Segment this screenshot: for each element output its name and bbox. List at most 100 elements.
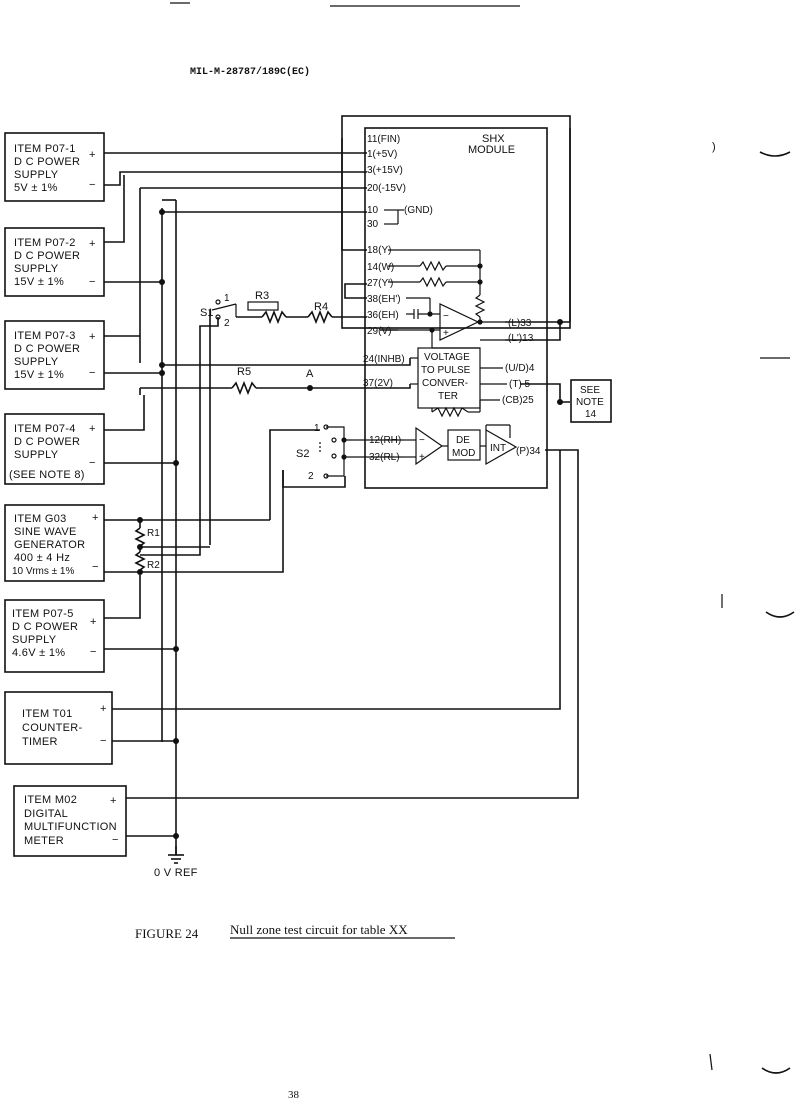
svg-text:ITEM P07-3: ITEM P07-3 [14, 330, 76, 342]
svg-text:−: − [89, 457, 95, 469]
divider-r1-r2: R1 R2 [104, 470, 284, 575]
svg-text:400 ± 4 Hz: 400 ± 4 Hz [14, 552, 70, 564]
svg-text:R3: R3 [255, 290, 269, 302]
svg-text:24(INHB): 24(INHB) [363, 354, 405, 365]
document-number: MIL-M-28787/189C(EC) [190, 66, 310, 78]
node [159, 362, 165, 368]
svg-text:D C POWER: D C POWER [12, 621, 78, 633]
svg-text:29(V): 29(V) [367, 326, 391, 337]
svg-text:−: − [443, 311, 449, 322]
svg-text:D C POWER: D C POWER [14, 156, 80, 168]
svg-text:R2: R2 [147, 560, 160, 571]
svg-text:+: + [100, 703, 106, 715]
svg-text:ITEM P07-4: ITEM P07-4 [14, 423, 76, 435]
svg-text:S1: S1 [200, 307, 213, 319]
svg-text:+: + [89, 149, 95, 161]
item-p07-1-box: ITEM P07-1 D C POWER SUPPLY 5V ± 1% + − [4, 132, 105, 202]
svg-text:ITEM P07-5: ITEM P07-5 [12, 608, 74, 620]
resistor-r4: R4 [286, 301, 367, 325]
item-p07-4-box: ITEM P07-4 D C POWER SUPPLY (SEE NOTE 8)… [4, 413, 105, 485]
svg-text:MODULE: MODULE [468, 144, 515, 156]
svg-text:−: − [112, 834, 118, 846]
svg-text:1(+5V): 1(+5V) [367, 149, 397, 160]
svg-text:36(EH): 36(EH) [367, 310, 399, 321]
svg-text:NOTE: NOTE [576, 397, 604, 408]
node [173, 833, 179, 839]
wire-p07-4-plus [104, 395, 145, 431]
svg-text:D C POWER: D C POWER [14, 250, 80, 262]
svg-text:−: − [89, 276, 95, 288]
node [159, 370, 165, 376]
node [159, 209, 165, 215]
svg-text:15V ± 1%: 15V ± 1% [14, 369, 64, 381]
voltage-to-pulse-converter: VOLTAGE TO PULSE CONVER- TER [410, 347, 507, 418]
node [173, 460, 179, 466]
node [159, 279, 165, 285]
node-a [307, 385, 313, 391]
svg-text:3(+15V): 3(+15V) [367, 165, 403, 176]
svg-text:COUNTER-: COUNTER- [22, 722, 82, 734]
wire-p07-5-plus [104, 575, 141, 619]
wire-p07-2-plus [104, 175, 125, 243]
wire-s1-pos2 [199, 317, 219, 550]
node [173, 738, 179, 744]
svg-text:S2: S2 [296, 448, 309, 460]
svg-text:5V ± 1%: 5V ± 1% [14, 182, 58, 194]
svg-text:+: + [89, 331, 95, 343]
svg-text:18(Y): 18(Y) [367, 245, 391, 256]
opamp-1: − + [398, 297, 505, 349]
module-resistor-network [388, 249, 486, 322]
figure-title: Null zone test circuit for table XX [230, 922, 408, 937]
scan-mark [761, 1067, 791, 1074]
svg-text:D C POWER: D C POWER [14, 436, 80, 448]
scan-mark [759, 151, 791, 157]
svg-text:TIMER: TIMER [22, 736, 58, 748]
wire-pin-5 [520, 383, 570, 403]
item-p07-5-box: ITEM P07-5 D C POWER SUPPLY 4.6V ± 1% + … [4, 599, 105, 673]
wire-pin-24 [162, 358, 411, 366]
svg-text:SHX: SHX [482, 133, 505, 145]
svg-text:CONVER-: CONVER- [422, 378, 468, 389]
svg-text:SUPPLY: SUPPLY [14, 263, 59, 275]
node [557, 399, 563, 405]
svg-text:ITEM P07-2: ITEM P07-2 [14, 237, 76, 249]
svg-text:SUPPLY: SUPPLY [14, 169, 59, 181]
svg-text:SEE: SEE [580, 385, 600, 396]
svg-text:(L)33: (L)33 [508, 318, 532, 329]
svg-text:−: − [89, 367, 95, 379]
svg-text:DIGITAL: DIGITAL [24, 808, 68, 820]
svg-text:(CB)25: (CB)25 [502, 395, 534, 406]
svg-text:TO PULSE: TO PULSE [421, 365, 471, 376]
svg-text:R1: R1 [147, 528, 160, 539]
svg-text:(SEE NOTE 8): (SEE NOTE 8) [9, 469, 85, 481]
svg-text:R5: R5 [237, 366, 251, 378]
svg-text:+: + [92, 512, 98, 524]
svg-text:4.6V ± 1%: 4.6V ± 1% [12, 647, 65, 659]
svg-text:−: − [89, 179, 95, 191]
svg-text:−: − [90, 646, 96, 658]
svg-text:INT: INT [490, 443, 506, 454]
svg-text:2: 2 [308, 471, 314, 482]
item-g03-box: ITEM G03 SINE WAVE GENERATOR 400 ± 4 Hz … [4, 504, 105, 582]
svg-text:SUPPLY: SUPPLY [14, 449, 59, 461]
svg-text:11(FIN): 11(FIN) [367, 134, 400, 145]
svg-text:30: 30 [367, 219, 379, 230]
svg-text:METER: METER [24, 835, 64, 847]
figure-number: FIGURE 24 [135, 926, 199, 941]
svg-text:37(2V): 37(2V) [363, 378, 393, 389]
wire-s2-pos2 [282, 470, 346, 488]
svg-text:20(-15V): 20(-15V) [367, 183, 406, 194]
svg-text:+: + [90, 616, 96, 628]
svg-text:(U/D)4: (U/D)4 [505, 363, 535, 374]
see-note-14-box: SEE NOTE 14 [570, 379, 612, 423]
wire-pin-34-to-m02 [126, 449, 579, 799]
svg-text:ITEM M02: ITEM M02 [24, 794, 77, 806]
item-m02-box: ITEM M02 DIGITAL MULTIFUNCTION METER + − [13, 785, 127, 857]
wire-pin-34-to-t01 [112, 450, 561, 710]
svg-text:(T) 5: (T) 5 [509, 379, 531, 390]
svg-text:+: + [419, 452, 425, 463]
svg-text:MOD: MOD [452, 448, 475, 459]
svg-text:SUPPLY: SUPPLY [14, 356, 59, 368]
